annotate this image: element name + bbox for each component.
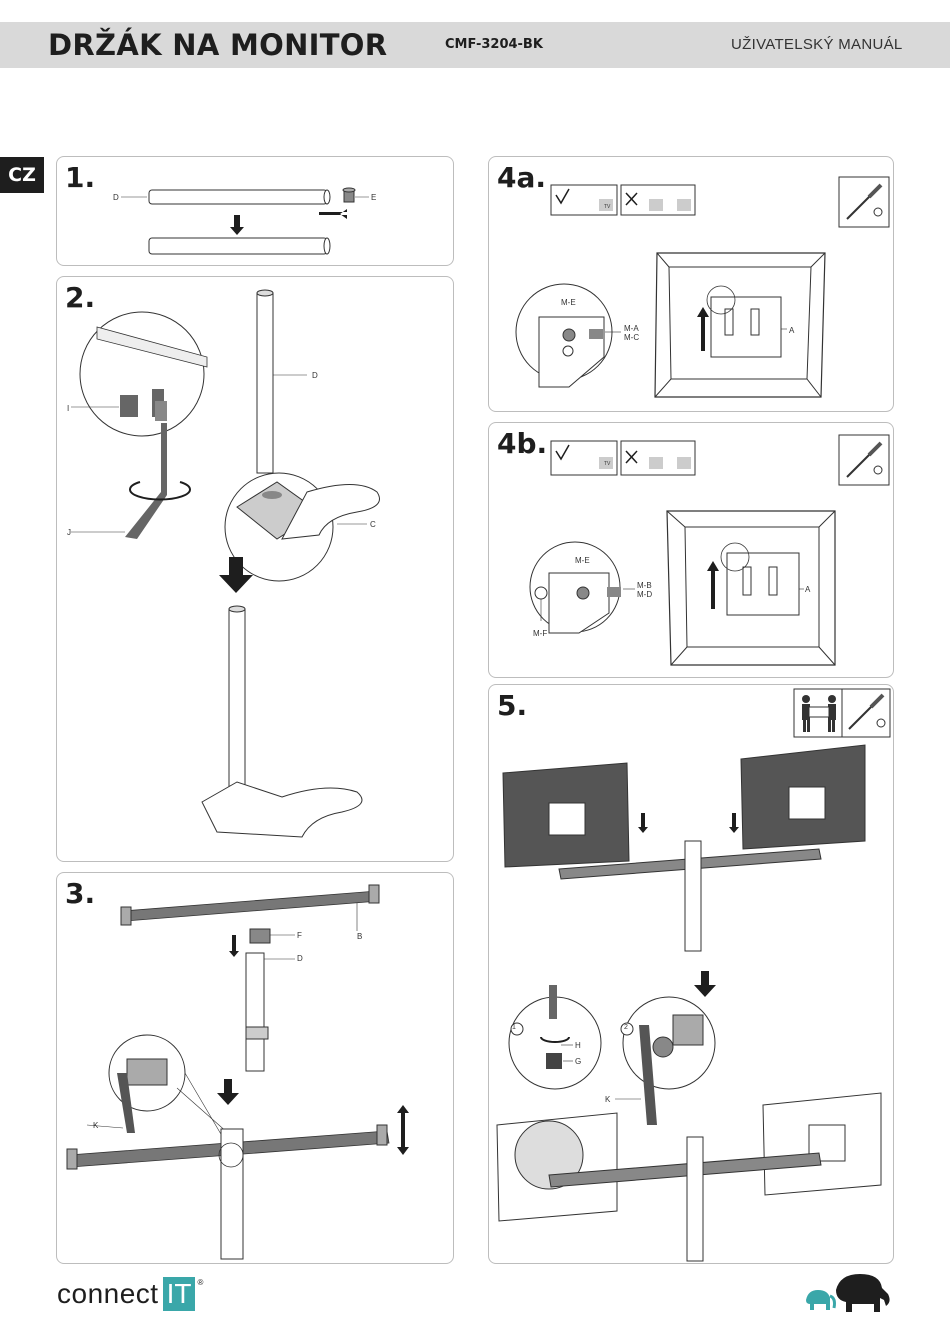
arrow-down-icon [230,215,244,235]
connect-it-logo: connect IT ® [57,1276,203,1312]
label-i: I [67,404,69,413]
label-mf: M-F [533,629,547,638]
pole-tube [149,190,327,204]
label-md: M-D [637,590,652,599]
arrow-down-icon [729,813,739,833]
label-d: D [297,954,303,963]
label-a: A [789,326,794,335]
label-k: K [605,1095,610,1104]
language-tab: CZ [0,157,44,193]
step-3-illustration [57,873,454,1264]
label-c2: 2 [624,1024,628,1031]
tv-mark: TV [604,461,610,467]
step-3-panel: 3. F D B K [56,872,454,1264]
arrow-down-icon [638,813,648,833]
label-k: K [93,1121,98,1130]
label-h: H [575,1041,581,1050]
step-1-panel: 1. D E [56,156,454,266]
label-d: D [113,193,119,202]
label-c1: 1 [512,1024,516,1031]
small-elephant-icon [806,1290,835,1310]
logo-text: connect [57,1278,159,1310]
vesa-plate [711,297,781,357]
label-b: B [357,932,362,941]
arrow-down-icon [217,1079,239,1105]
vesa-plate [727,553,799,615]
registered-mark: ® [197,1278,203,1287]
model-number: CMF-3204-BK [445,37,543,52]
label-me: M-E [575,556,590,565]
label-me: M-E [561,298,576,307]
label-mb: M-B [637,581,652,590]
tv-mark: TV [604,204,610,210]
step-4a-illustration [489,157,894,412]
label-ma: M-A [624,324,639,333]
step-4a-panel: 4a. TV M-E M-A M-C A [488,156,894,412]
label-e: E [371,193,376,202]
label-j: J [67,528,71,537]
large-elephant-icon [836,1274,890,1312]
crossbar-top [123,891,379,921]
screw-i [120,395,138,417]
manual-label: UŽIVATELSKÝ MANUÁL [731,36,903,53]
label-c: C [370,520,376,529]
arrow-down-icon [229,935,239,957]
step-5-panel: 5. [488,684,894,1264]
step-5-illustration [489,685,894,1264]
document-title: DRŽÁK NA MONITOR [48,28,387,62]
label-g: G [575,1057,581,1066]
logo-it-box: IT [163,1277,196,1311]
arrow-down-icon [694,971,716,997]
label-d: D [312,371,318,380]
label-mc: M-C [624,333,639,342]
pole-tube-assembled [149,238,327,254]
step-4b-panel: 4b. TV M-E M-B M-D M-F A [488,422,894,678]
step-2-panel: 2. I J D C [56,276,454,862]
elephants-logo-icon [802,1270,894,1316]
allen-key [125,423,167,539]
header-bar: DRŽÁK NA MONITOR CMF-3204-BK UŽIVATELSKÝ… [0,22,950,68]
label-a: A [805,585,810,594]
step-4b-illustration [489,423,894,678]
step-1-illustration [57,157,454,266]
step-2-illustration [57,277,454,862]
arrow-left-icon [319,209,347,219]
arrow-vertical-icon [397,1105,409,1155]
label-f: F [297,931,302,940]
